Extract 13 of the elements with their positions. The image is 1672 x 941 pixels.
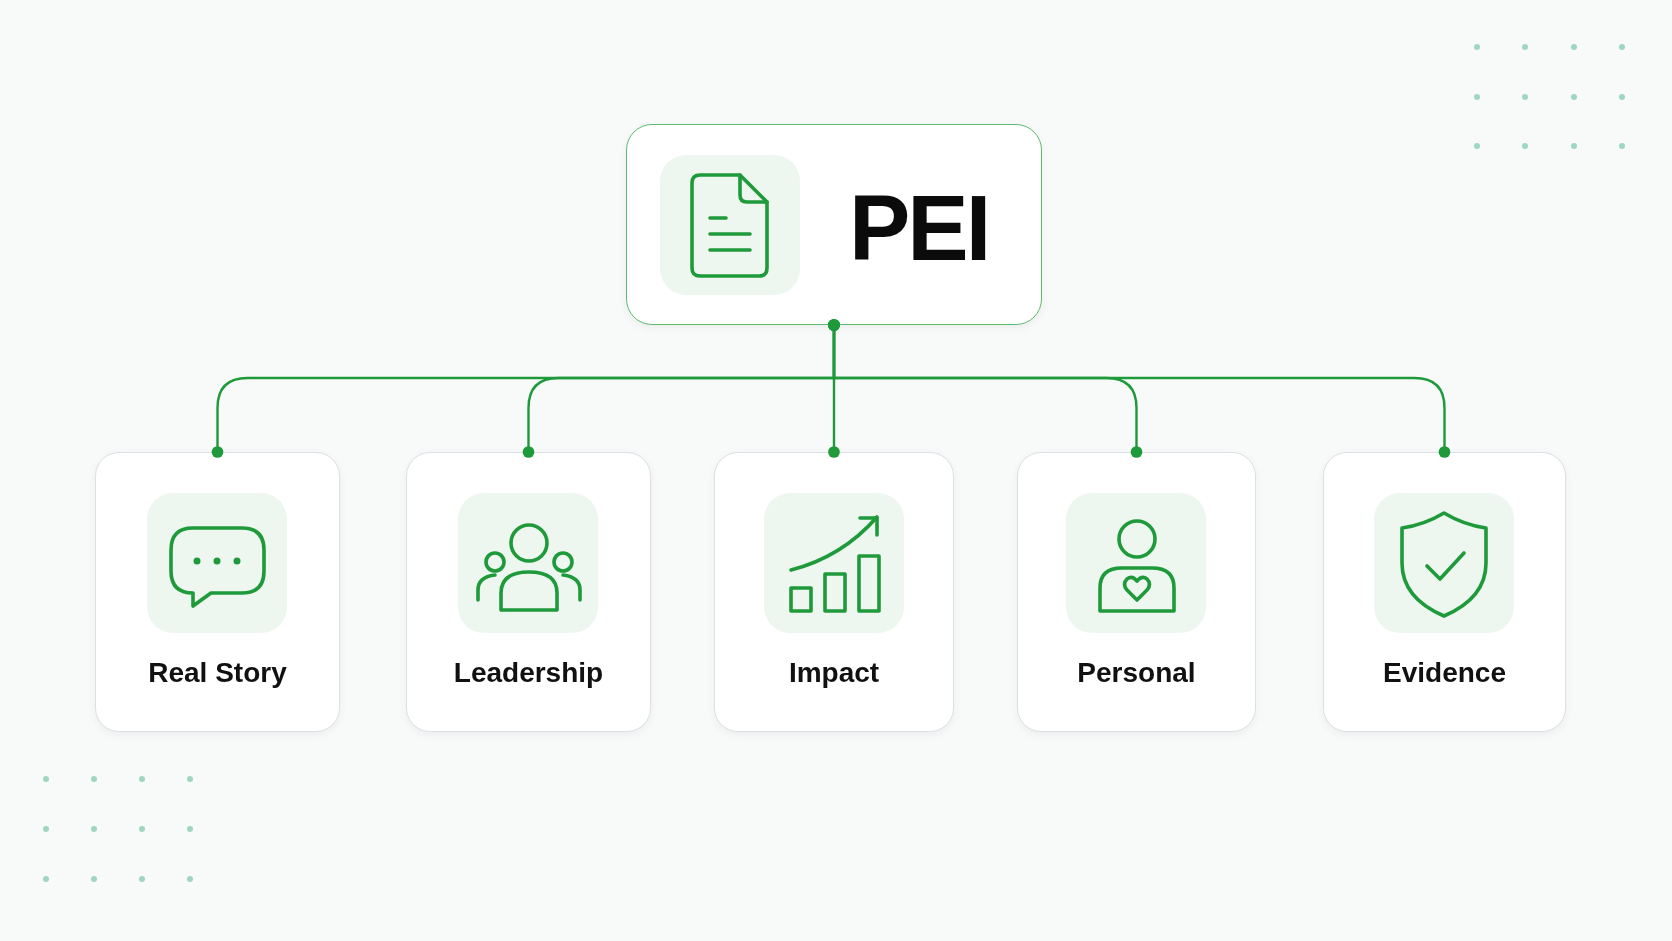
node-label: Personal — [1077, 656, 1196, 690]
title-text: PEI — [849, 182, 989, 274]
category-card — [406, 452, 651, 732]
category-card — [1017, 452, 1256, 732]
connector-line — [828, 319, 1451, 458]
category-card — [95, 452, 340, 732]
category-card — [1323, 452, 1566, 732]
category-card — [714, 452, 954, 732]
node-label: Impact — [788, 656, 880, 690]
node-label: Leadership — [453, 656, 604, 690]
node-label: Evidence — [1383, 656, 1506, 690]
title-card — [626, 124, 1042, 325]
node-label: Real Story — [148, 656, 287, 690]
